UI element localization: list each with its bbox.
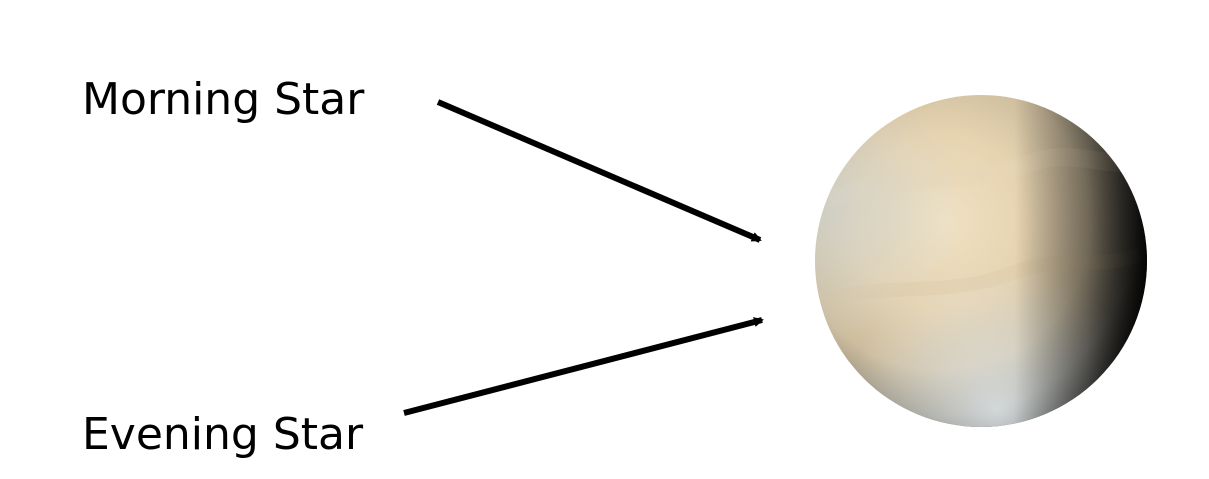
evening-star-arrow xyxy=(403,317,764,416)
evening-star-label: Evening Star xyxy=(82,409,364,460)
morning-star-label: Morning Star xyxy=(82,74,365,125)
morning-star-arrow xyxy=(436,99,762,243)
venus-planet-icon xyxy=(815,95,1147,427)
